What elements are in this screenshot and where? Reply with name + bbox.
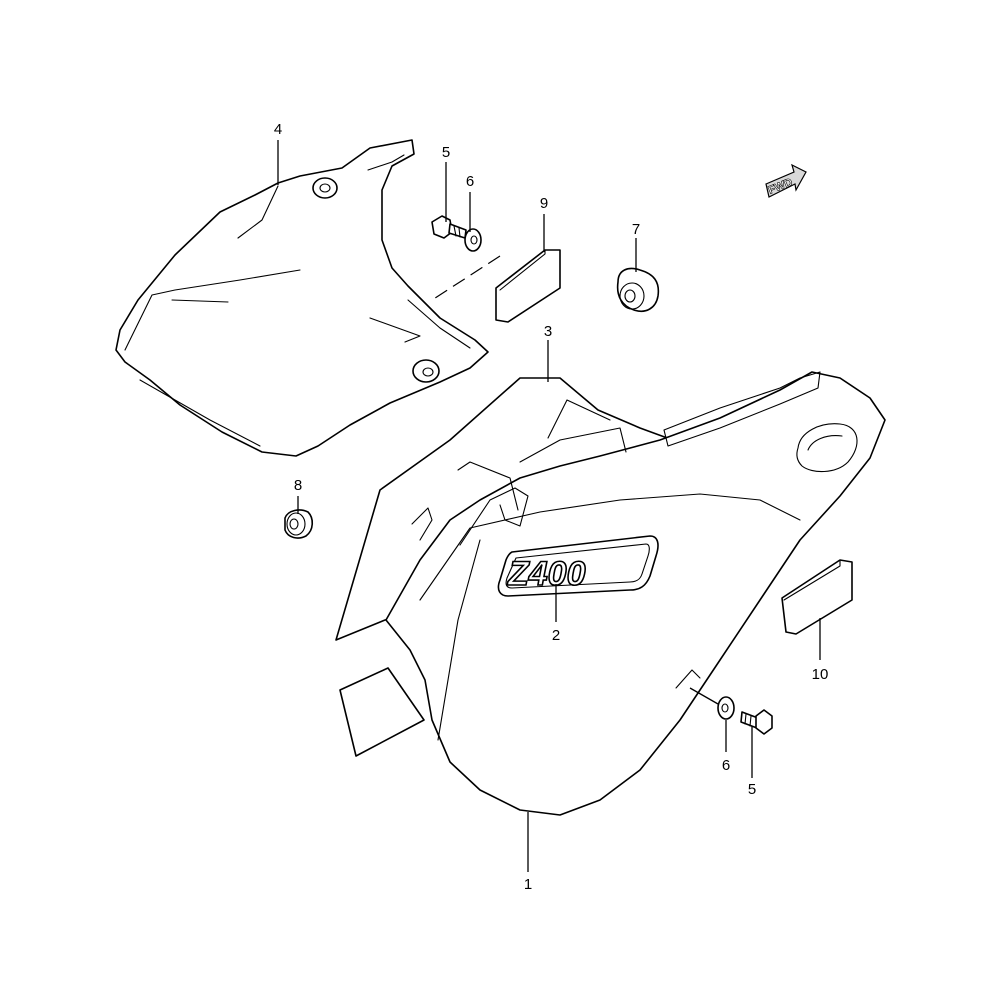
mount-hole-lower xyxy=(412,359,440,383)
emblem-label: Z400 xyxy=(507,555,586,593)
part-4-inner-side-cover xyxy=(115,139,489,457)
part-1-main-side-cover xyxy=(385,371,886,816)
part-6-washer-upper xyxy=(464,228,482,252)
callout-3: 3 xyxy=(544,323,552,340)
part-8-grommet xyxy=(284,509,314,539)
part-7-grommet xyxy=(616,267,660,312)
part-5-bolt-lower xyxy=(740,709,773,735)
mount-hole-upper xyxy=(312,177,338,199)
leader-lines xyxy=(277,140,821,872)
callout-6-upper: 6 xyxy=(466,173,474,190)
callout-7: 7 xyxy=(632,221,640,238)
callout-1: 1 xyxy=(524,876,532,893)
callout-9: 9 xyxy=(540,195,548,212)
callout-6-lower: 6 xyxy=(722,757,730,774)
part-6-washer-lower xyxy=(717,696,735,720)
callout-4: 4 xyxy=(274,121,282,138)
callout-10: 10 xyxy=(812,666,829,683)
part-5-bolt-upper xyxy=(431,215,467,239)
part-2-emblem: Z400 xyxy=(497,535,659,597)
fwd-arrow-icon: FWD xyxy=(765,163,807,198)
callout-5-upper: 5 xyxy=(442,144,450,161)
callout-2: 2 xyxy=(552,627,560,644)
callout-labels: 4 5 6 9 7 3 8 2 10 6 5 1 xyxy=(274,121,829,893)
part-10-pad xyxy=(781,559,853,635)
fwd-label: FWD xyxy=(767,176,795,197)
part-9-pad xyxy=(495,249,561,323)
callout-8: 8 xyxy=(294,477,302,494)
callout-5-lower: 5 xyxy=(748,781,756,798)
assembly-line xyxy=(431,255,501,301)
